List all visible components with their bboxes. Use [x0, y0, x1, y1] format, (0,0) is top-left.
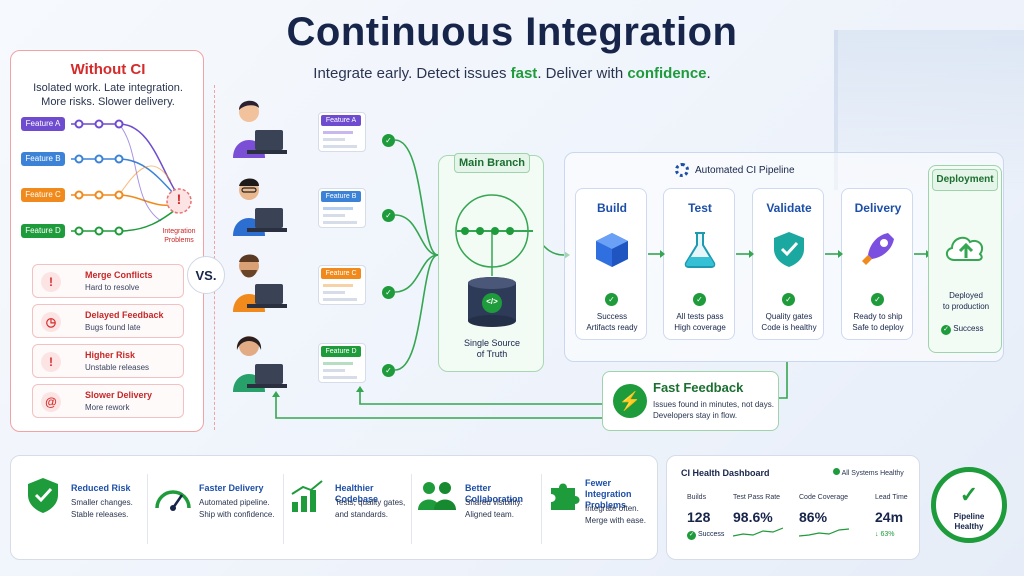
feature-tag-b: Feature B — [21, 152, 65, 166]
problem-delayed-feedback: ◷ Delayed Feedback Bugs found late — [32, 304, 184, 338]
feature-card-c: Feature C — [318, 265, 366, 305]
feature-tag-a: Feature A — [21, 117, 65, 131]
developer-d-avatar — [233, 336, 287, 392]
shield-alert-icon: ! — [41, 352, 61, 372]
problem-higher-risk: ! Higher Risk Unstable releases — [32, 344, 184, 378]
snail-icon: @ — [41, 392, 61, 412]
main-branch-graph — [455, 194, 533, 327]
feature-tag-d: Feature D — [21, 224, 65, 238]
developer-b-avatar — [233, 178, 287, 236]
feature-card-d: Feature D — [318, 343, 366, 383]
metric-lead-time: Lead Time 24m ↓ 63% — [875, 494, 908, 538]
stage-delivery: Delivery ✓ Ready to ship Safe to deploy — [841, 188, 913, 340]
benefit-reduced-risk: Reduced Risk Smaller changes.Stable rele… — [25, 456, 153, 561]
metric-code-coverage: Code Coverage 86% — [798, 494, 859, 543]
lightning-icon: ⚡ — [613, 384, 647, 418]
feature-tag-c: Feature C — [21, 188, 65, 202]
divider — [147, 474, 148, 544]
without-ci-description: Isolated work. Late integration. More ri… — [33, 82, 183, 108]
stage-test: Test ✓ All tests pass High coverage — [663, 188, 735, 340]
divider — [541, 474, 542, 544]
divider — [283, 474, 284, 544]
tangled-branches-diagram — [71, 119, 192, 236]
rocket-icon — [862, 233, 894, 265]
main-branch-title: Main Branch — [454, 153, 530, 173]
without-ci-panel: Without CI Isolated work. Late integrati… — [10, 50, 204, 432]
benefits-panel: Reduced Risk Smaller changes.Stable rele… — [10, 455, 658, 560]
vs-badge: VS. — [187, 256, 225, 294]
sparkline — [732, 527, 784, 537]
check-icon: ✓ — [959, 482, 979, 507]
gear-icon — [675, 163, 689, 177]
metric-test-pass-rate: Test Pass Rate 98.6% — [732, 494, 793, 543]
cloud-upload-icon — [946, 236, 984, 261]
pipeline-title: Automated CI Pipeline — [695, 165, 795, 176]
team-icon — [418, 482, 456, 510]
stage-build: Build ✓ Success Artifacts ready — [575, 188, 647, 340]
clock-icon: ◷ — [41, 312, 61, 332]
without-ci-title: Without CI — [70, 61, 146, 78]
page-title: Continuous Integration — [286, 10, 738, 54]
check-icon: ✓ — [382, 134, 395, 147]
fast-feedback-card: ⚡ Fast Feedback Issues found in minutes,… — [602, 371, 779, 431]
benefit-healthier-codebase: Healthier Codebase Tests, quality gates,… — [289, 456, 417, 561]
feature-card-b: Feature B — [318, 188, 366, 228]
dashboard-title: CI Health Dashboard — [681, 468, 770, 478]
cube-icon — [596, 233, 628, 267]
problem-slower-delivery: @ Slower Delivery More rework — [32, 384, 184, 418]
problem-merge-conflicts: ! Merge Conflicts Hard to resolve — [32, 264, 184, 298]
deployment-title: Deployment — [932, 169, 998, 191]
sparkline — [798, 528, 850, 537]
warning-icon: ! — [41, 272, 61, 292]
code-icon: </> — [486, 297, 498, 306]
feature-card-a: Feature A — [318, 112, 366, 152]
page-subtitle: Integrate early. Detect issues fast. Del… — [313, 65, 711, 82]
divider — [411, 474, 412, 544]
developer-c-avatar — [233, 254, 287, 312]
integration-warning-icon: ! — [176, 191, 182, 207]
metric-builds: Builds 128 ✓ Success — [687, 494, 725, 540]
benefit-better-collaboration: Better Collaboration Shared visibility.A… — [417, 456, 545, 561]
developer-a-avatar — [233, 100, 287, 158]
deployment-status: ✓ Success — [941, 324, 991, 335]
check-icon: ✓ — [693, 293, 706, 306]
flask-icon — [684, 232, 716, 268]
dashboard-status: All Systems Healthy — [833, 468, 904, 477]
shield-check-icon — [774, 232, 804, 267]
check-icon: ✓ — [382, 364, 395, 377]
puzzle-icon — [551, 483, 580, 510]
check-icon: ✓ — [782, 293, 795, 306]
bar-chart-icon — [291, 480, 323, 512]
check-icon: ✓ — [605, 293, 618, 306]
stage-validate: Validate ✓ Quality gates Code is healthy — [752, 188, 824, 340]
check-icon: ✓ — [871, 293, 884, 306]
ci-health-dashboard: CI Health Dashboard All Systems Healthy … — [666, 455, 920, 560]
check-icon: ✓ — [382, 286, 395, 299]
check-icon: ✓ — [382, 209, 395, 222]
gauge-icon — [155, 490, 191, 511]
benefit-faster-delivery: Faster Delivery Automated pipeline.Ship … — [153, 456, 281, 561]
shield-check-icon — [28, 478, 58, 513]
